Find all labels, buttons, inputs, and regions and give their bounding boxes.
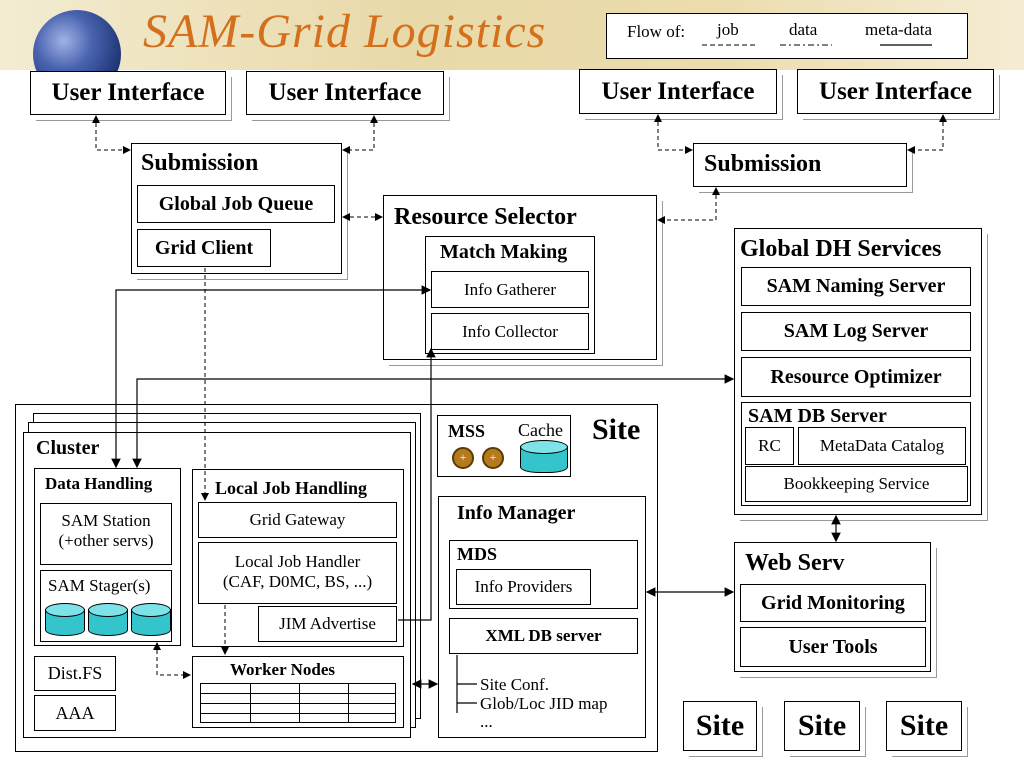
cache-disk-icon xyxy=(520,440,568,476)
mss-label: MSS xyxy=(448,421,486,441)
jim-advertise[interactable]: JIM Advertise xyxy=(258,606,397,642)
other-site-3[interactable]: Site xyxy=(886,701,962,751)
web-serv-title: Web Serv xyxy=(745,550,845,576)
global-job-queue[interactable]: Global Job Queue xyxy=(137,185,335,223)
submission-left-title: Submission xyxy=(141,150,259,176)
user-tools[interactable]: User Tools xyxy=(740,627,926,667)
page-title: SAM-Grid Logistics xyxy=(143,5,547,58)
data-handling-title: Data Handling xyxy=(45,474,153,493)
legend-meta-data: meta-data xyxy=(865,20,933,39)
legend-job: job xyxy=(717,20,739,39)
sam-log-server[interactable]: SAM Log Server xyxy=(741,312,971,351)
mds-title: MDS xyxy=(457,544,497,564)
sam-station-line1: SAM Station xyxy=(61,511,151,530)
cache-label: Cache xyxy=(518,420,563,440)
site-title: Site xyxy=(592,413,641,446)
cluster-title: Cluster xyxy=(36,437,100,459)
info-collector[interactable]: Info Collector xyxy=(431,313,589,350)
sam-stager[interactable]: SAM Stager(s) xyxy=(40,570,172,642)
resource-selector-title: Resource Selector xyxy=(394,204,577,230)
info-gatherer[interactable]: Info Gatherer xyxy=(431,271,589,308)
user-interface-4[interactable]: User Interface xyxy=(797,69,994,114)
aaa[interactable]: AAA xyxy=(34,695,116,731)
local-job-handler-line2: (CAF, D0MC, BS, ...) xyxy=(222,572,373,591)
legend-data: data xyxy=(789,20,818,39)
grid-client[interactable]: Grid Client xyxy=(137,229,271,267)
site-conf: Site Conf. xyxy=(480,675,549,694)
glob-loc-jid-map: Glob/Loc JID map xyxy=(480,694,608,713)
sam-db-server-title: SAM DB Server xyxy=(748,405,887,427)
info-manager-title: Info Manager xyxy=(457,502,576,524)
worker-nodes-grid xyxy=(200,683,396,723)
match-making-title: Match Making xyxy=(440,241,568,263)
user-interface-2[interactable]: User Interface xyxy=(246,71,444,115)
other-site-2[interactable]: Site xyxy=(784,701,860,751)
grid-gateway[interactable]: Grid Gateway xyxy=(198,502,397,538)
tape-icon: + xyxy=(452,447,474,469)
other-site-1[interactable]: Site xyxy=(683,701,757,751)
stager-disk-icon xyxy=(131,603,171,639)
sam-station-line2: (+other servs) xyxy=(58,531,154,550)
dist-fs[interactable]: Dist.FS xyxy=(34,656,116,691)
info-providers[interactable]: Info Providers xyxy=(456,569,591,605)
sam-naming-server[interactable]: SAM Naming Server xyxy=(741,267,971,306)
stager-disk-icon xyxy=(88,603,128,639)
user-interface-3[interactable]: User Interface xyxy=(579,69,777,114)
submission-right-title: Submission xyxy=(704,151,822,177)
global-dh-title: Global DH Services xyxy=(740,236,942,262)
rc-box[interactable]: RC xyxy=(745,427,794,465)
worker-nodes-title: Worker Nodes xyxy=(230,660,335,679)
mss-cache: MSS Cache + + xyxy=(437,415,571,477)
resource-optimizer[interactable]: Resource Optimizer xyxy=(741,357,971,397)
flow-legend: Flow of: job data meta-data xyxy=(606,13,968,59)
user-interface-1[interactable]: User Interface xyxy=(30,71,226,115)
sam-stager-label: SAM Stager(s) xyxy=(48,576,151,595)
local-job-handling-title: Local Job Handling xyxy=(215,478,368,498)
submission-right[interactable]: Submission xyxy=(693,143,907,187)
info-manager: Info Manager xyxy=(438,496,646,738)
legend-prefix: Flow of: xyxy=(627,22,686,41)
stager-disk-icon xyxy=(45,603,85,639)
local-job-handler-line1: Local Job Handler xyxy=(234,552,361,571)
xml-db-server[interactable]: XML DB server xyxy=(449,618,638,654)
xml-ellipsis: ... xyxy=(480,712,493,731)
worker-nodes[interactable]: Worker Nodes xyxy=(192,656,404,728)
grid-monitoring[interactable]: Grid Monitoring xyxy=(740,584,926,622)
local-job-handler[interactable]: Local Job Handler (CAF, D0MC, BS, ...) xyxy=(198,542,397,604)
sam-station[interactable]: SAM Station (+other servs) xyxy=(40,503,172,565)
tape-icon: + xyxy=(482,447,504,469)
metadata-catalog[interactable]: MetaData Catalog xyxy=(798,427,966,465)
bookkeeping-service[interactable]: Bookkeeping Service xyxy=(745,466,968,502)
